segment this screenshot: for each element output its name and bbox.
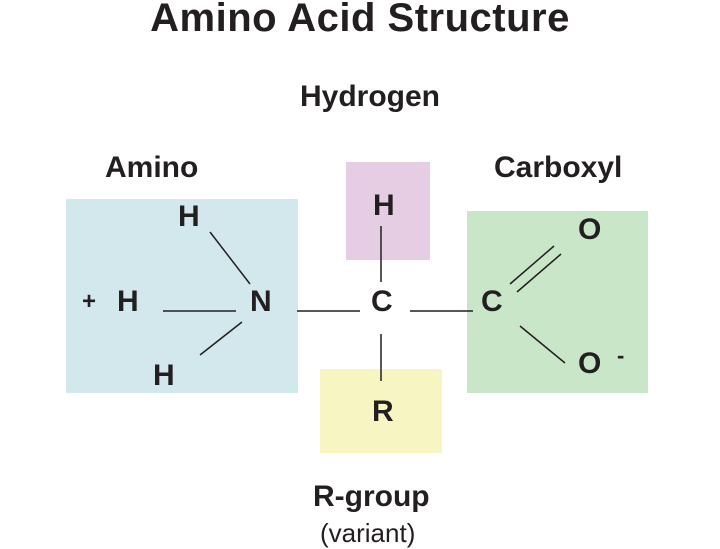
variant-label: (variant)	[320, 518, 416, 548]
amino-h-bottom-atom: H	[153, 359, 175, 392]
r-atom: R	[372, 395, 394, 428]
hydrogen-box	[346, 162, 430, 260]
amino-group-box	[66, 199, 298, 393]
amino-h-left-atom: H	[117, 285, 139, 318]
alpha-hydrogen-atom: H	[373, 189, 395, 222]
r-group-label: R-group	[313, 480, 430, 513]
oxygen-negative-charge: -	[617, 343, 625, 368]
carboxyl-label: Carboxyl	[494, 151, 623, 184]
amino-label: Amino	[105, 151, 199, 184]
oxygen-double-atom: O	[578, 213, 602, 246]
bond-n-h-bottom	[199, 321, 243, 356]
alpha-carbon-atom: C	[371, 285, 393, 318]
nitrogen-atom: N	[250, 285, 272, 318]
bond-c-o-double-1	[509, 245, 555, 285]
carboxyl-group-box	[467, 211, 648, 393]
diagram-title: Amino Acid Structure	[150, 0, 570, 40]
hydrogen-label: Hydrogen	[300, 80, 441, 113]
carboxyl-carbon-atom: C	[481, 285, 503, 318]
r-group-box	[320, 369, 442, 453]
amino-h-top-atom: H	[178, 200, 200, 233]
oxygen-single-atom: O	[578, 347, 602, 380]
bond-n-h-top	[209, 231, 251, 285]
bond-c-o-single	[519, 325, 566, 364]
bond-c-o-double-2	[516, 253, 562, 293]
amino-plus-charge: +	[82, 288, 97, 315]
